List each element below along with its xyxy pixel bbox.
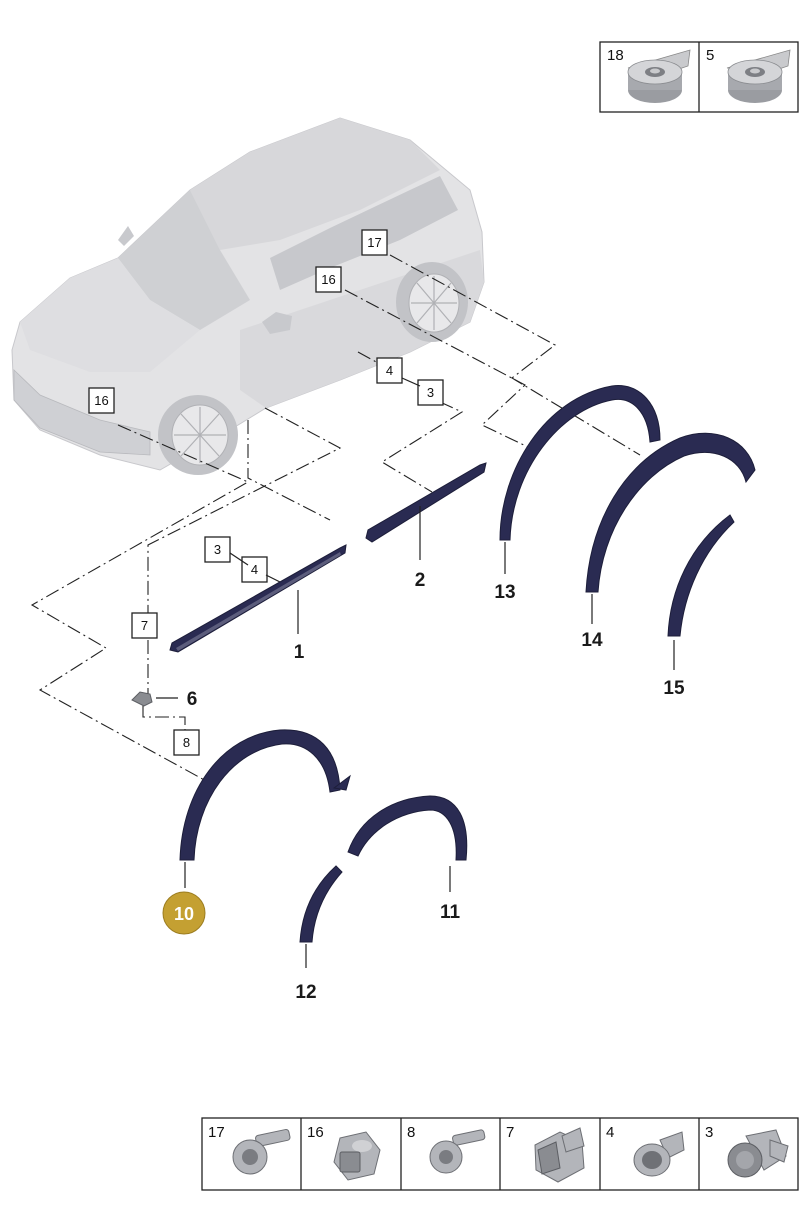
bottom-cell-3[interactable]: 3 <box>705 1124 789 1178</box>
part-number-label: 12 <box>295 982 316 1003</box>
callout-box-4-upper[interactable]: 4 <box>376 357 403 384</box>
callout-label: 3 <box>214 542 221 557</box>
spreader-nut-icon <box>633 1131 685 1177</box>
bottom-cell-4[interactable]: 4 <box>606 1124 685 1177</box>
callout-label: 16 <box>321 272 335 287</box>
top-cell-number: 18 <box>607 47 624 64</box>
adhesive-tape-roll-icon <box>726 49 791 103</box>
vehicle-illustration <box>11 117 485 475</box>
bottom-cell-number: 7 <box>506 1124 514 1141</box>
top-parts-table: 18 5 <box>599 41 799 113</box>
part-15-arch-extension[interactable]: 15 <box>663 514 735 699</box>
torx-bolt-icon <box>232 1128 291 1175</box>
expansion-clip-icon <box>534 1127 585 1183</box>
top-cell-5[interactable]: 5 <box>706 47 791 103</box>
assembly-leader-lines <box>30 254 641 783</box>
bottom-cell-number: 16 <box>307 1124 324 1141</box>
callout-box-3-lower[interactable]: 3 <box>204 536 231 563</box>
callout-label: 4 <box>251 562 258 577</box>
top-cell-18[interactable]: 18 <box>607 47 691 103</box>
part-12-arch-extension[interactable]: 12 <box>295 865 343 1003</box>
callout-box-3-upper[interactable]: 3 <box>417 379 444 406</box>
highlight-badge[interactable] <box>162 891 206 935</box>
callout-label: 4 <box>386 363 393 378</box>
bottom-cell-7[interactable]: 7 <box>506 1124 585 1183</box>
callout-box-8[interactable]: 8 <box>173 729 200 756</box>
callout-box-4-lower[interactable]: 4 <box>241 556 268 583</box>
bottom-cell-number: 4 <box>606 1124 614 1141</box>
part-10-front-wheel-arch[interactable]: 10 <box>162 729 351 935</box>
part-number-label: 14 <box>581 630 603 651</box>
callout-label: 17 <box>367 235 381 250</box>
part-6-clip[interactable]: 6 <box>131 689 198 710</box>
part-number-label: 10 <box>174 904 194 924</box>
top-cell-number: 5 <box>706 47 714 64</box>
part-2-rear-door-trim[interactable]: 2 <box>365 462 487 591</box>
part-13-wheel-arch-trim[interactable]: 13 <box>494 385 661 603</box>
bottom-parts-table: 17 16 8 7 <box>201 1117 799 1191</box>
part-1-door-trim[interactable]: 1 <box>169 544 347 663</box>
part-number-label: 6 <box>187 689 198 710</box>
callout-box-16-front[interactable]: 16 <box>88 387 115 414</box>
bottom-cell-8[interactable]: 8 <box>407 1124 486 1174</box>
callout-box-17[interactable]: 17 <box>361 229 388 256</box>
part-number-label: 11 <box>440 902 461 923</box>
push-clip-icon <box>727 1129 789 1178</box>
part-number-label: 13 <box>494 582 515 603</box>
part-14-wheel-arch-trim[interactable]: 14 <box>581 432 756 651</box>
callout-box-16-rear[interactable]: 16 <box>315 266 342 293</box>
bottom-cell-number: 17 <box>208 1124 225 1141</box>
part-number-label: 2 <box>415 570 426 591</box>
flat-head-screw-icon <box>429 1129 486 1174</box>
adhesive-tape-roll-icon <box>627 49 691 103</box>
part-11-wheel-arch-trim[interactable]: 11 <box>347 795 468 923</box>
bottom-cell-number: 3 <box>705 1124 713 1141</box>
callout-label: 7 <box>141 618 148 633</box>
part-number-label: 15 <box>663 678 685 699</box>
callout-label: 16 <box>94 393 108 408</box>
callout-label: 8 <box>183 735 190 750</box>
bottom-cell-number: 8 <box>407 1124 415 1141</box>
bottom-cell-17[interactable]: 17 <box>208 1124 291 1175</box>
hex-nut-icon <box>333 1131 381 1181</box>
callout-label: 3 <box>427 385 434 400</box>
bottom-cell-16[interactable]: 16 <box>307 1124 381 1181</box>
part-number-label: 1 <box>294 642 305 663</box>
callout-box-7[interactable]: 7 <box>131 612 158 639</box>
